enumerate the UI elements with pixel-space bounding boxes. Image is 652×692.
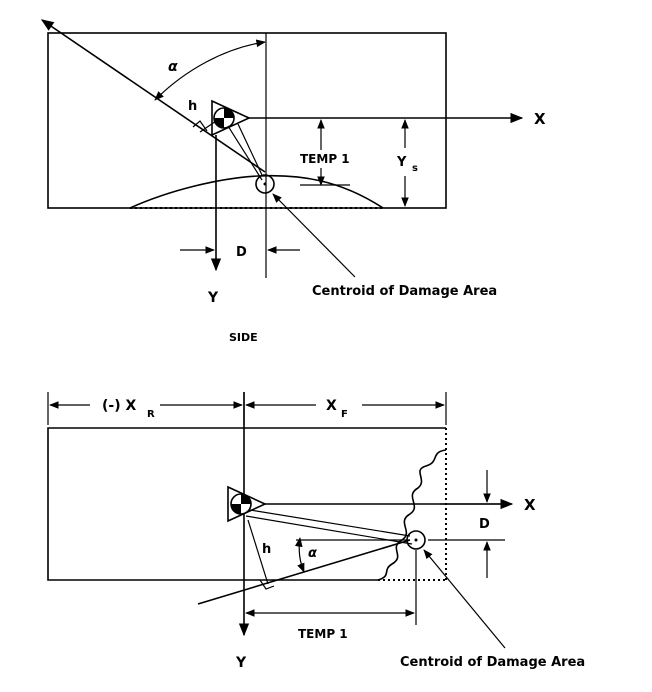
side-h-label: h	[188, 99, 197, 114]
top-centroid-label: Centroid of Damage Area	[400, 655, 585, 670]
top-view: (-) X R X F Y X h	[47, 392, 585, 671]
side-ys-subscript: s	[412, 163, 418, 174]
top-cg-centroid-line-b	[245, 515, 413, 545]
top-temp-label: TEMP 1	[298, 627, 348, 641]
top-h-line	[247, 519, 269, 585]
top-damage-profile	[377, 449, 447, 581]
top-centroid-dot	[414, 538, 418, 542]
side-view-box	[47, 32, 447, 209]
side-d-label: D	[236, 245, 247, 260]
top-cg-centroid-line-a	[249, 509, 411, 537]
side-centroid-label: Centroid of Damage Area	[312, 284, 497, 299]
side-centroid-leader	[272, 193, 356, 278]
top-centroid-leader	[423, 549, 506, 649]
side-angle-label: α	[168, 59, 178, 75]
side-cg-centroid-line-a	[227, 125, 263, 181]
top-xr-label: (-) X	[102, 398, 136, 414]
top-cg-icon	[227, 485, 267, 523]
top-x-axis-label: X	[524, 496, 536, 514]
top-h-label: h	[262, 542, 271, 557]
side-ys-label: Y	[396, 155, 407, 170]
top-angle-label: α	[308, 546, 317, 561]
top-y-axis-label: Y	[235, 655, 247, 671]
side-x-axis-label: X	[534, 110, 546, 128]
side-angle-arc	[154, 39, 266, 101]
top-view-box	[47, 427, 446, 581]
top-angle-arc	[294, 537, 305, 573]
side-y-axis-label: Y	[207, 290, 219, 306]
top-d-label: D	[479, 517, 490, 532]
side-centroid-dot	[263, 182, 267, 186]
top-xr-subscript: R	[147, 409, 155, 420]
side-cg-centroid-line-b	[237, 123, 263, 176]
side-view: α h X Y TEMP 1 Y s	[40, 19, 546, 344]
side-damage-profile	[129, 174, 384, 209]
top-xf-subscript: F	[341, 409, 348, 420]
side-sight-line	[40, 19, 266, 173]
side-centroid-marker	[255, 174, 275, 194]
side-h-right-angle	[192, 120, 208, 132]
side-caption: SIDE	[229, 331, 258, 344]
top-xf-label: X	[326, 398, 337, 414]
top-h-right-angle	[259, 579, 275, 590]
side-cg-icon	[211, 99, 251, 137]
top-centroid-marker	[406, 530, 426, 550]
side-temp-label: TEMP 1	[300, 152, 350, 166]
